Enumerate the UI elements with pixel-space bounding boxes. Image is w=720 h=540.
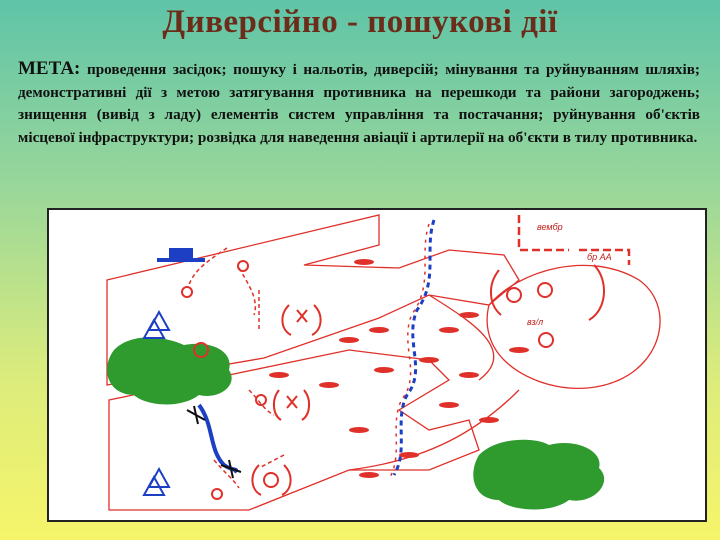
forest-east <box>473 439 605 510</box>
helicopter-icons <box>269 259 529 478</box>
movement-arrows <box>188 247 285 489</box>
label-vzl: вз/л <box>527 317 543 327</box>
goal-text: МЕТА: проведення засідок; пошуку і нальо… <box>18 58 700 149</box>
enemy-positions <box>517 215 631 265</box>
unit-icon <box>169 248 193 258</box>
page-title: Диверсійно - пошукові дії <box>162 4 558 40</box>
goal-description: проведення засідок; пошуку і нальотів, д… <box>18 61 700 146</box>
demolition-marks <box>286 309 308 409</box>
forest-west <box>106 337 232 405</box>
tactical-map: вембр бр АА вз/л <box>47 208 707 522</box>
enemy-front-line-red <box>388 223 430 480</box>
radio-station-icons <box>142 309 171 496</box>
label-vembr: вембр <box>537 222 563 232</box>
unit-base-icon <box>157 258 205 262</box>
label-br-aa: бр АА <box>587 252 612 262</box>
enemy-front-line <box>392 219 436 476</box>
ambush-points <box>181 260 554 500</box>
object-brackets <box>251 264 606 496</box>
crossing-markers <box>186 405 242 479</box>
goal-label: МЕТА: <box>18 58 81 79</box>
